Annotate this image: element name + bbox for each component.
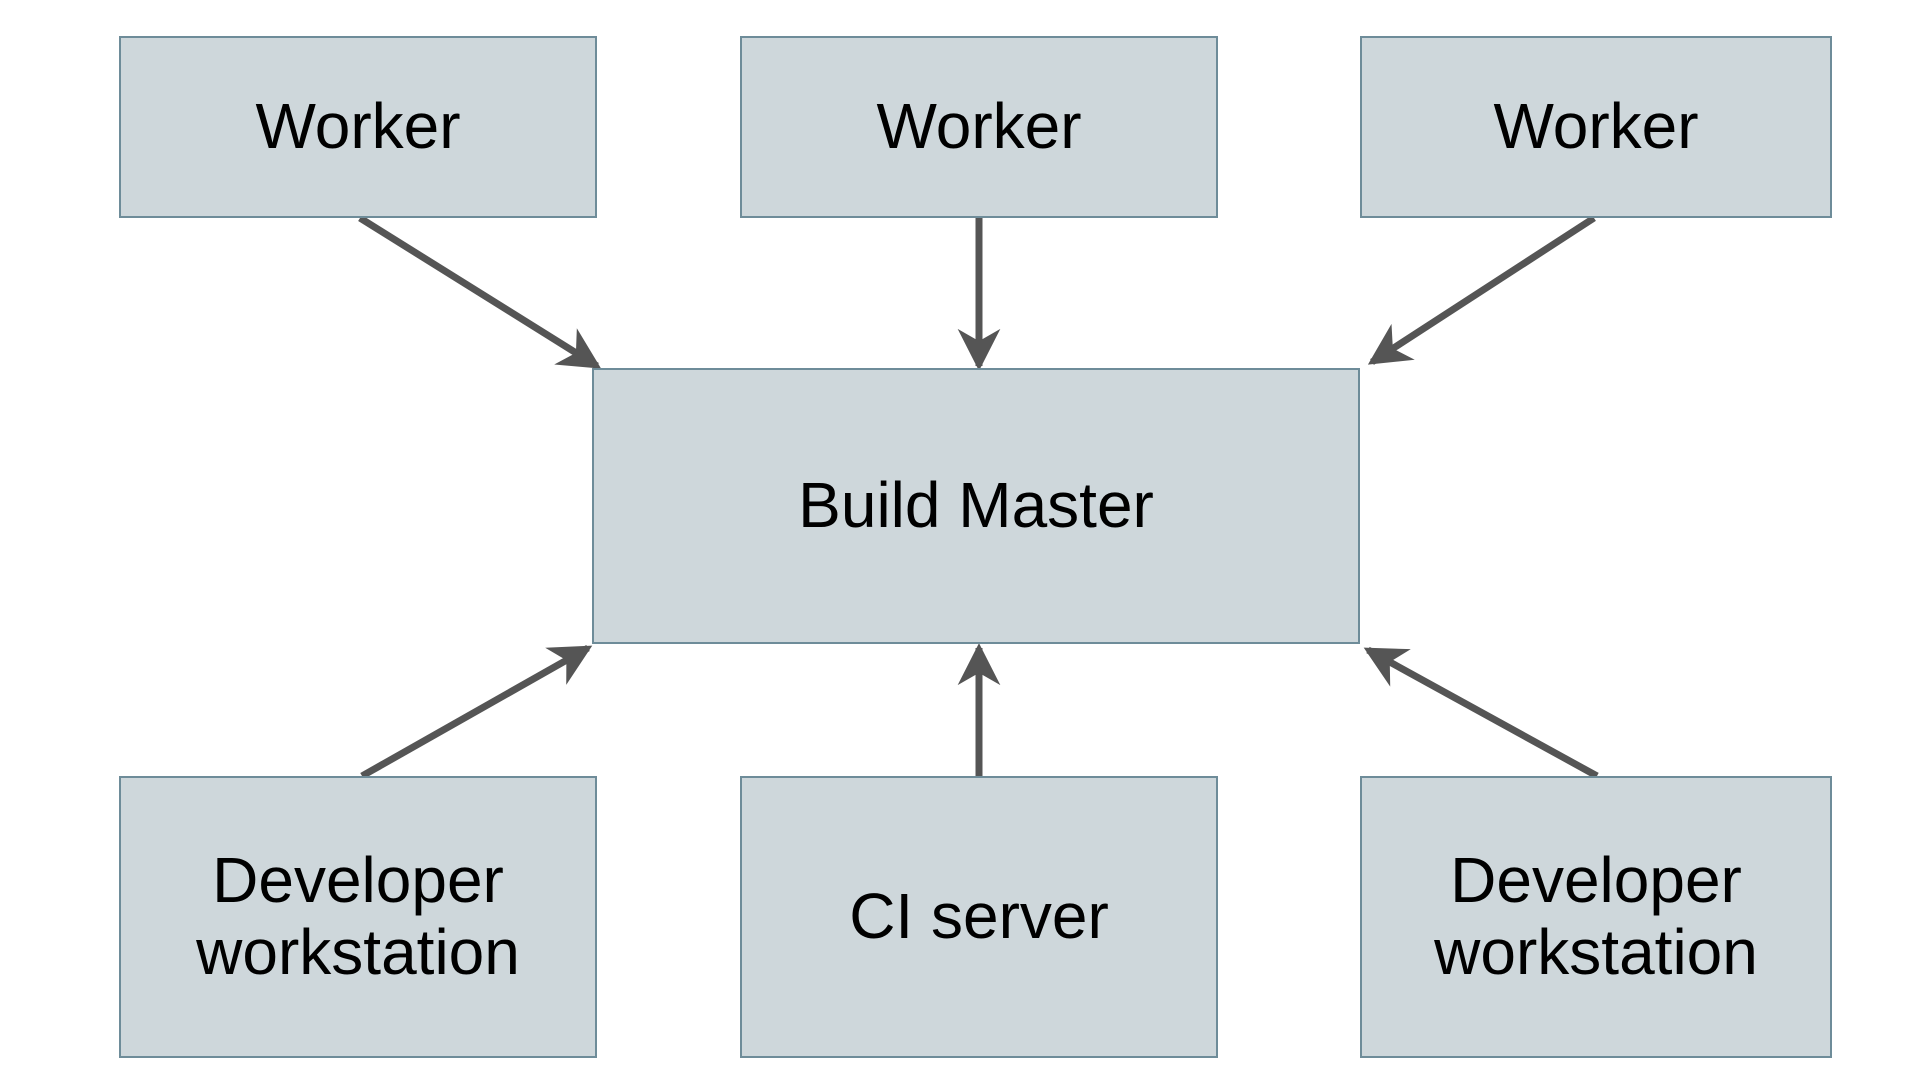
node-build-master[interactable]: Build Master bbox=[592, 368, 1360, 644]
node-worker-2[interactable]: Worker bbox=[740, 36, 1218, 218]
edge-worker3-master bbox=[1367, 215, 1596, 365]
node-developer-workstation-1-label: Developer workstation bbox=[196, 844, 520, 988]
node-developer-workstation-2-label: Developer workstation bbox=[1434, 844, 1758, 988]
node-worker-2-label: Worker bbox=[876, 90, 1082, 163]
node-ci-server-label: CI server bbox=[849, 880, 1109, 953]
node-developer-workstation-2[interactable]: Developer workstation bbox=[1360, 776, 1832, 1058]
node-ci-server[interactable]: CI server bbox=[740, 776, 1218, 1058]
node-worker-1-label: Worker bbox=[255, 90, 461, 163]
node-worker-1[interactable]: Worker bbox=[119, 36, 597, 218]
edge-devws1-master bbox=[360, 644, 593, 780]
node-build-master-label: Build Master bbox=[798, 469, 1154, 542]
edge-worker1-master bbox=[358, 215, 602, 369]
edge-devws2-master bbox=[1363, 646, 1599, 780]
node-worker-3[interactable]: Worker bbox=[1360, 36, 1832, 218]
node-developer-workstation-1[interactable]: Developer workstation bbox=[119, 776, 597, 1058]
node-worker-3-label: Worker bbox=[1493, 90, 1699, 163]
